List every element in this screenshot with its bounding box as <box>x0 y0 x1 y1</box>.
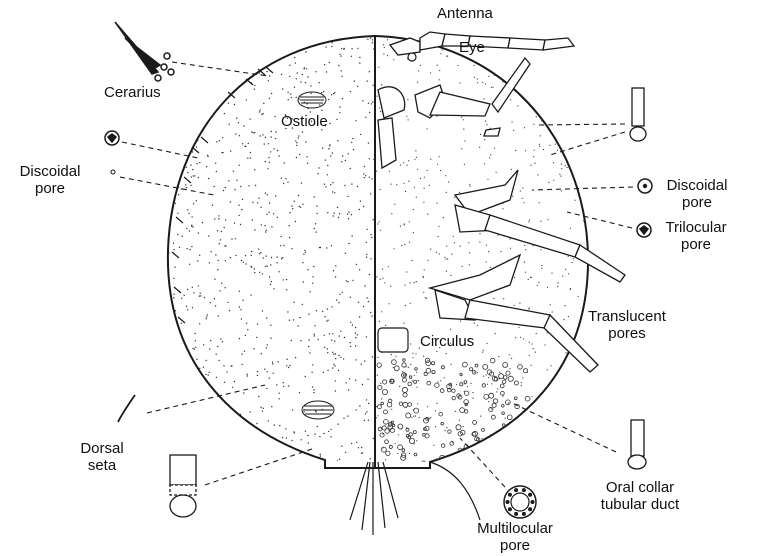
discoidal-pore-icon-left <box>111 170 115 174</box>
anal-patch <box>302 401 334 419</box>
multilocular-pore-label: Multilocular pore <box>460 520 570 554</box>
marginal-setae <box>172 67 273 323</box>
trilocular-pore-line2: pore <box>657 236 735 253</box>
circulus-label: Circulus <box>420 333 474 350</box>
discoidal-pore-icon-right <box>638 179 652 193</box>
trilocular-pore-line1: Trilocular <box>657 219 735 236</box>
eye-label: Eye <box>459 39 485 56</box>
discoidal-pore-left-line1: Discoidal <box>10 163 90 180</box>
trilocular-pore-icon-right <box>637 223 651 237</box>
ostiole-patch <box>298 92 326 108</box>
antenna-label: Antenna <box>437 5 493 22</box>
body-outline <box>168 36 588 468</box>
oral-collar-duct-icon <box>628 420 646 469</box>
discoidal-pore-left-line2: pore <box>10 180 90 197</box>
discoidal-pore-right-label: Discoidal pore <box>660 177 734 211</box>
discoidal-pore-left-label: Discoidal pore <box>10 163 90 197</box>
translucent-pores-line2: pores <box>578 325 676 342</box>
cerarius-icon <box>115 22 174 81</box>
ostiole-label: Ostiole <box>281 113 328 130</box>
translucent-pores-label: Translucent pores <box>578 308 676 342</box>
translucent-pores-line1: Translucent <box>578 308 676 325</box>
discoidal-pore-right-line2: pore <box>660 194 734 211</box>
circulus-drawing <box>378 328 408 352</box>
tubular-duct-icon-left <box>170 455 196 517</box>
multilocular-pore-icon <box>504 486 536 518</box>
cerarius-label: Cerarius <box>104 84 161 101</box>
discoidal-pore-right-line1: Discoidal <box>660 177 734 194</box>
eye-drawing <box>408 53 416 61</box>
dorsal-seta-line1: Dorsal <box>70 440 134 457</box>
oral-collar-duct-line1: Oral collar <box>585 479 695 496</box>
dorsal-seta-line2: seta <box>70 457 134 474</box>
dorsal-seta-label: Dorsal seta <box>70 440 134 474</box>
trilocular-pore-icon-left <box>105 131 119 145</box>
dorsal-seta-icon <box>118 395 135 422</box>
translucent-pore-icon <box>630 88 646 141</box>
leader-lines <box>120 62 633 487</box>
oral-collar-duct-label: Oral collar tubular duct <box>585 479 695 513</box>
oral-collar-duct-line2: tubular duct <box>585 496 695 513</box>
trilocular-pore-label: Trilocular pore <box>657 219 735 253</box>
multilocular-pore-line2: pore <box>460 537 570 554</box>
multilocular-pore-line1: Multilocular <box>460 520 570 537</box>
